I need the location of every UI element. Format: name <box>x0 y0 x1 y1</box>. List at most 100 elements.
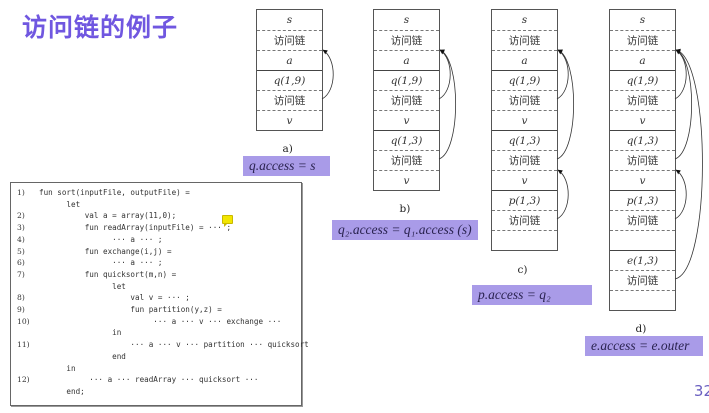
line-number: 10) <box>17 316 30 326</box>
stack-cell: q(1,9) <box>610 70 675 90</box>
stack-cell: e(1,3) <box>610 250 675 270</box>
code-text: in <box>39 363 76 373</box>
stack-cell: s <box>286 14 293 26</box>
access-link-cell: 访问链 <box>257 30 322 50</box>
access-link-cell: 访问链 <box>374 30 439 50</box>
line-number: 8) <box>17 293 25 303</box>
line-number: 2) <box>17 211 25 221</box>
stack-cell <box>610 230 675 250</box>
code-text: ··· a ··· ; <box>39 258 163 268</box>
code-line: 10) ··· a ··· v ··· exchange ··· <box>17 317 281 326</box>
stack-cell: v <box>492 170 557 190</box>
line-number: 4) <box>17 234 25 244</box>
stack-cell: a <box>610 50 675 70</box>
stack-cell: q(1,9) <box>492 70 557 90</box>
stack-cell: v <box>374 170 439 190</box>
stack-cell: q(1,9) <box>374 70 439 90</box>
stack-cell: s <box>521 14 528 26</box>
diagram-caption: a) <box>282 143 293 155</box>
access-formula: e.access = e.outer <box>585 336 703 356</box>
comment-note-icon[interactable] <box>222 215 233 227</box>
code-text: val a = array(11,0); <box>39 211 177 221</box>
access-link-cell: 访问链 <box>610 270 675 290</box>
line-number: 9) <box>17 305 25 314</box>
code-text: fun exchange(i,j) = <box>39 246 172 256</box>
code-line: end; <box>17 387 84 396</box>
stack-cell: a <box>492 50 557 70</box>
code-line: 3) fun readArray(inputFile) = ··· ; <box>17 223 231 232</box>
stack-cell: q(1,3) <box>492 130 557 150</box>
code-line: 5) fun exchange(i,j) = <box>17 247 172 256</box>
stack-cell: p(1,3) <box>610 190 675 210</box>
code-line: 12) ··· a ··· readArray ··· quicksort ··… <box>17 375 258 384</box>
access-link-arrow <box>674 169 687 220</box>
code-line: 11) ··· a ··· v ··· partition ··· quicks… <box>17 340 309 349</box>
line-number: 5) <box>17 246 25 256</box>
code-text: ··· a ··· ; <box>39 234 163 244</box>
code-text: ··· a ··· readArray ··· quicksort ··· <box>39 375 259 385</box>
line-number: 7) <box>17 269 25 279</box>
code-text: fun partition(y,z) = <box>39 305 222 314</box>
code-line: 1) fun sort(inputFile, outputFile) = <box>17 188 190 197</box>
access-link-arrow <box>321 49 334 100</box>
code-text: val v = ··· ; <box>39 293 190 303</box>
code-line: let <box>17 200 80 209</box>
access-link-cell: 访问链 <box>492 30 557 50</box>
access-formula: q₂.access = q₁.access (s) <box>332 220 478 240</box>
code-text: in <box>39 328 122 338</box>
line-number: 6) <box>17 258 25 268</box>
stack-cell: q(1,3) <box>374 130 439 150</box>
code-text: ··· a ··· v ··· exchange ··· <box>39 316 282 326</box>
access-link-cell: 访问链 <box>610 150 675 170</box>
diagram-caption: b) <box>399 203 411 215</box>
diagram-caption: d) <box>635 323 647 335</box>
code-line: 7) fun quicksort(m,n) = <box>17 270 176 279</box>
code-line: in <box>17 328 121 337</box>
line-number: 12) <box>17 375 30 385</box>
code-line: end <box>17 352 126 361</box>
access-link-cell: 访问链 <box>610 210 675 230</box>
access-link-arrow <box>556 169 569 220</box>
page-number: 32 <box>693 382 709 400</box>
code-text: let <box>39 199 81 209</box>
access-link-cell: 访问链 <box>257 90 322 110</box>
slide-title: 访问链的例子 <box>22 13 179 42</box>
access-formula: q.access = s <box>243 156 330 176</box>
access-link-arrow <box>556 49 575 160</box>
access-link-cell: 访问链 <box>492 90 557 110</box>
access-link-arrow <box>674 49 693 160</box>
stack-cell: a <box>257 50 322 70</box>
stack-cell: v <box>492 110 557 130</box>
stack-cell: v <box>257 110 322 130</box>
access-link-arrow <box>438 49 457 160</box>
access-link-arrow <box>556 49 569 100</box>
stack-cell: v <box>374 110 439 130</box>
stack-cell: v <box>610 110 675 130</box>
stack-cell <box>492 230 557 250</box>
stack-cell: s <box>403 14 410 26</box>
code-line: 9) fun partition(y,z) = <box>17 305 222 314</box>
stack-cell: s <box>639 14 646 26</box>
code-line: 2) val a = array(11,0); <box>17 211 176 220</box>
access-link-cell: 访问链 <box>492 210 557 230</box>
stack-cell: a <box>374 50 439 70</box>
stack-cell <box>610 290 675 310</box>
stack-cell: v <box>610 170 675 190</box>
diagram-caption: c) <box>517 264 528 276</box>
access-link-cell: 访问链 <box>492 150 557 170</box>
code-text: fun sort(inputFile, outputFile) = <box>39 188 190 197</box>
access-link-cell: 访问链 <box>374 150 439 170</box>
line-number: 3) <box>17 223 25 233</box>
access-link-cell: 访问链 <box>374 90 439 110</box>
stack-cell: q(1,3) <box>610 130 675 150</box>
line-number: 11) <box>17 340 30 350</box>
access-link-arrow <box>438 49 451 100</box>
access-link-arrow <box>674 48 703 280</box>
stack-cell: p(1,3) <box>492 190 557 210</box>
line-number: 1) <box>17 188 25 197</box>
code-line: 6) ··· a ··· ; <box>17 258 162 267</box>
